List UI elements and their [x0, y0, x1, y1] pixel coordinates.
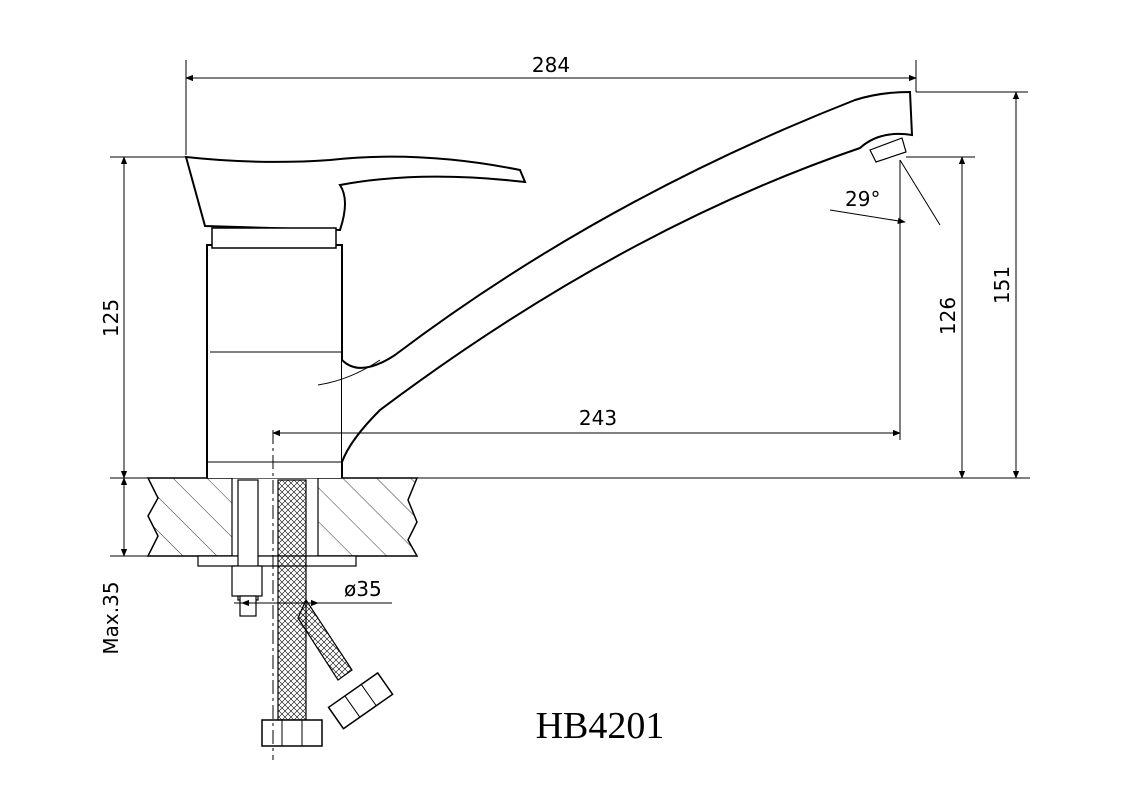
- faucet-body: [184, 155, 527, 478]
- svg-text:125: 125: [99, 299, 123, 337]
- dim-max-countertop: Max.35: [99, 477, 128, 655]
- svg-text:151: 151: [990, 266, 1014, 304]
- flexible-hoses: [261, 479, 394, 747]
- dim-spout-angle: 29°: [829, 159, 941, 226]
- dim-total-height: 151: [916, 91, 1028, 479]
- svg-text:ø35: ø35: [344, 577, 382, 601]
- svg-text:Max.35: Max.35: [99, 581, 123, 654]
- dim-mount-hole: ø35: [234, 577, 392, 607]
- svg-text:29°: 29°: [845, 187, 880, 211]
- svg-text:243: 243: [579, 406, 617, 430]
- model-number: HB4201: [536, 705, 665, 747]
- spout: [317, 90, 914, 463]
- svg-text:126: 126: [936, 297, 960, 335]
- dim-total-length: 284: [185, 53, 917, 155]
- svg-text:284: 284: [532, 53, 570, 77]
- dim-spout-reach: 243: [272, 160, 901, 440]
- dim-spout-outlet-height: 126: [906, 156, 975, 479]
- dim-body-height: 125: [99, 156, 186, 479]
